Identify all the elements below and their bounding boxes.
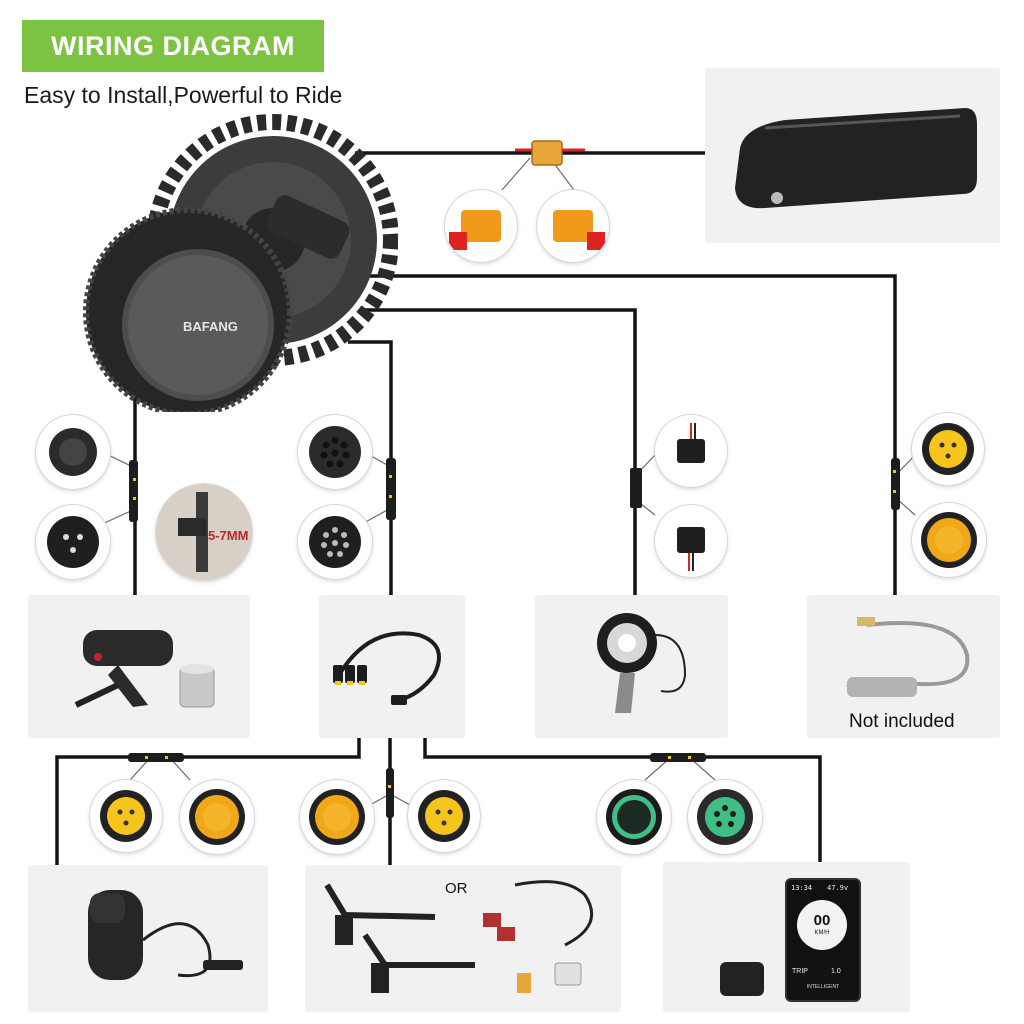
remote-button-pad xyxy=(720,962,764,996)
brake-plug-small xyxy=(408,780,480,852)
speed-sensor-image xyxy=(74,630,215,708)
display-harness-image xyxy=(333,631,441,705)
throttle-sensor-panel xyxy=(28,595,250,738)
xt60-female-plug xyxy=(537,190,609,262)
headlight-image xyxy=(597,613,687,713)
not-included-label: Not included xyxy=(849,711,955,732)
program-plug-yellow-small xyxy=(912,413,984,485)
lcd-display: 13:34 47.9v 00 KM/H TRIP 1.0 INTELLIGENT xyxy=(785,878,861,1002)
xt60-male-plug xyxy=(445,190,517,262)
battery-image xyxy=(735,108,977,209)
harness-plug-8pin-female xyxy=(298,415,372,489)
speed-sensor-plug-male xyxy=(36,505,110,579)
brake-plug-large xyxy=(300,780,374,854)
display-speed: 00 xyxy=(813,912,831,929)
subtitle: Easy to Install,Powerful to Ride xyxy=(24,82,343,108)
thumb-throttle-image xyxy=(88,890,243,980)
programming-cable-image xyxy=(846,617,970,697)
light-plug-sm-male xyxy=(655,505,727,577)
title-badge: WIRING DIAGRAM xyxy=(22,20,324,72)
harness-panel xyxy=(319,595,465,738)
display-trip-label: TRIP xyxy=(792,968,808,975)
programming-cable-panel: Not included xyxy=(807,595,1000,738)
program-plug-yellow-large xyxy=(912,503,986,577)
motor-image: BAFANG xyxy=(83,114,398,412)
display-voltage: 47.9v xyxy=(827,884,849,892)
display-trip-value: 1.0 xyxy=(831,968,841,975)
motor-brand: BAFANG xyxy=(183,319,238,334)
gap-measurement-label: 5-7MM xyxy=(208,528,249,543)
or-label: OR xyxy=(445,880,468,897)
light-plug-sm-female xyxy=(655,415,727,487)
display-plug-male xyxy=(688,780,762,854)
speed-sensor-install-photo: 5-7MM xyxy=(156,484,252,580)
speed-sensor-plug-female xyxy=(36,415,110,489)
battery-panel xyxy=(705,68,1000,243)
brake-panel: OR xyxy=(305,865,621,1012)
headlight-panel xyxy=(535,595,728,738)
display-brand: INTELLIGENT xyxy=(806,984,840,990)
harness-plug-8pin-male xyxy=(298,505,372,579)
display-panel: 13:34 47.9v 00 KM/H TRIP 1.0 INTELLIGENT xyxy=(663,862,910,1012)
thumb-throttle-panel xyxy=(28,865,268,1012)
throttle-plug-large xyxy=(180,780,254,854)
brake-levers-image xyxy=(324,880,594,993)
throttle-plug-small xyxy=(90,780,162,852)
display-unit: KM/H xyxy=(814,930,830,936)
display-plug-female xyxy=(597,780,671,854)
speed-dial xyxy=(797,900,847,950)
display-time: 13:34 xyxy=(791,884,813,892)
